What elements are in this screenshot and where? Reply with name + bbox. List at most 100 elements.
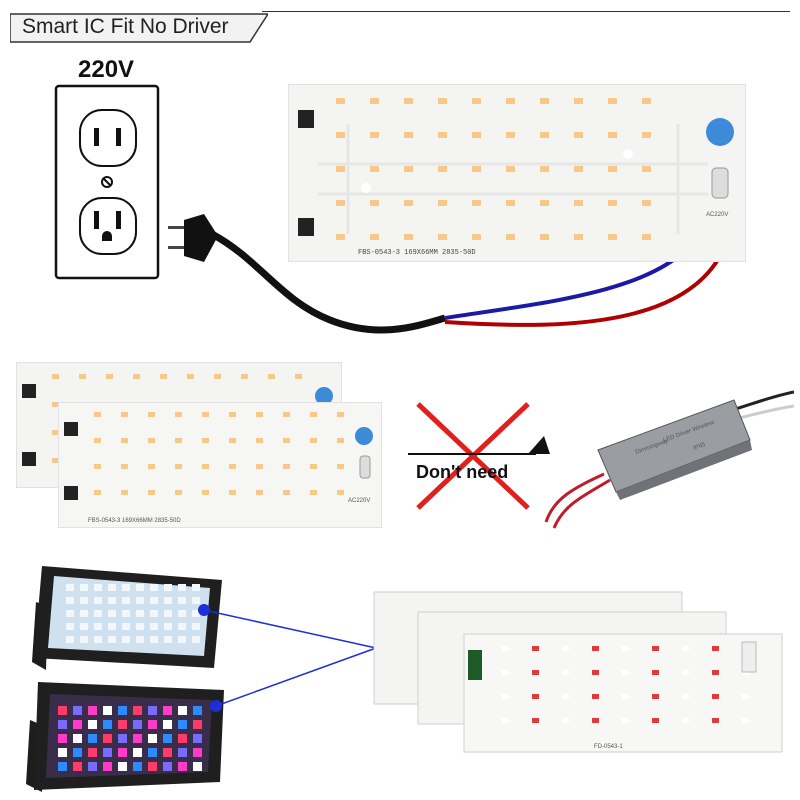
led-chip	[108, 636, 116, 643]
led-chip	[193, 748, 202, 757]
led-chip	[121, 412, 128, 417]
led-chip	[175, 464, 182, 469]
led-chip	[502, 646, 509, 651]
led-chip	[133, 720, 142, 729]
led-chip	[160, 374, 167, 379]
led-chip	[310, 490, 317, 495]
led-chip	[506, 200, 515, 206]
led-board-main: FBS-0543-3 169X66MM 2835-50D AC220V	[288, 84, 746, 262]
led-chip	[192, 636, 200, 643]
led-chip	[178, 762, 187, 771]
led-chip	[574, 132, 583, 138]
led-chip	[94, 584, 102, 591]
led-chip	[150, 597, 158, 604]
led-chip	[121, 464, 128, 469]
led-chip	[133, 762, 142, 771]
led-chip	[337, 464, 344, 469]
led-chip	[438, 166, 447, 172]
led-chip	[256, 490, 263, 495]
led-chip	[682, 646, 689, 651]
wall-outlet-icon	[54, 84, 160, 280]
board-voltage-mark: AC220V	[348, 498, 370, 504]
led-chip	[712, 694, 719, 699]
led-chip	[608, 132, 617, 138]
led-chip	[103, 762, 112, 771]
led-chip	[608, 200, 617, 206]
led-chip	[438, 234, 447, 240]
led-chip	[256, 412, 263, 417]
led-grid	[58, 706, 202, 771]
led-chip	[148, 706, 157, 715]
led-chip	[192, 597, 200, 604]
led-chip	[712, 670, 719, 675]
led-chip	[121, 438, 128, 443]
led-chip	[80, 623, 88, 630]
led-chip	[108, 623, 116, 630]
led-chip	[175, 438, 182, 443]
led-chip	[192, 610, 200, 617]
led-chip	[178, 720, 187, 729]
led-chip	[574, 166, 583, 172]
led-chip	[682, 670, 689, 675]
title-banner	[10, 13, 268, 43]
led-chip	[94, 464, 101, 469]
led-chip	[122, 610, 130, 617]
led-chip	[310, 464, 317, 469]
led-chip	[742, 718, 749, 723]
led-chip	[150, 636, 158, 643]
led-chip	[88, 748, 97, 757]
led-chip	[642, 234, 651, 240]
led-chip	[163, 734, 172, 743]
led-chip	[229, 412, 236, 417]
led-chip	[370, 166, 379, 172]
led-chip	[202, 438, 209, 443]
led-chip	[472, 132, 481, 138]
led-chip	[88, 734, 97, 743]
led-chip	[506, 166, 515, 172]
led-chip	[532, 694, 539, 699]
led-chip	[136, 610, 144, 617]
power-plug-icon	[168, 214, 218, 262]
led-chip	[73, 762, 82, 771]
led-chip	[178, 734, 187, 743]
led-chip	[256, 438, 263, 443]
led-chip	[652, 646, 659, 651]
led-chip	[682, 694, 689, 699]
led-chip	[103, 720, 112, 729]
led-chip	[73, 734, 82, 743]
title-rule	[262, 11, 790, 12]
led-chip	[622, 646, 629, 651]
led-chip	[337, 438, 344, 443]
led-chip	[58, 734, 67, 743]
led-chip	[58, 762, 67, 771]
led-chip	[506, 132, 515, 138]
led-chip	[58, 706, 67, 715]
led-chip	[336, 234, 345, 240]
led-chip	[178, 610, 186, 617]
led-chip	[404, 98, 413, 104]
led-chip	[562, 694, 569, 699]
led-chip	[80, 636, 88, 643]
led-chip	[592, 718, 599, 723]
led-chip	[241, 374, 248, 379]
led-chip	[404, 234, 413, 240]
led-chip	[202, 412, 209, 417]
led-chip	[540, 98, 549, 104]
led-chip	[118, 734, 127, 743]
led-chip	[214, 374, 221, 379]
led-chip	[103, 734, 112, 743]
led-chip	[163, 762, 172, 771]
led-chip	[118, 748, 127, 757]
led-chip	[229, 490, 236, 495]
led-chip	[122, 584, 130, 591]
led-chip	[133, 734, 142, 743]
led-chip	[438, 132, 447, 138]
led-chip	[178, 636, 186, 643]
led-chip	[337, 412, 344, 417]
led-chip	[370, 234, 379, 240]
banner-title: Smart IC Fit No Driver	[22, 15, 229, 38]
led-chip	[148, 720, 157, 729]
board-voltage-mark: AC220V	[706, 212, 728, 218]
led-chip	[540, 166, 549, 172]
led-chip	[562, 670, 569, 675]
